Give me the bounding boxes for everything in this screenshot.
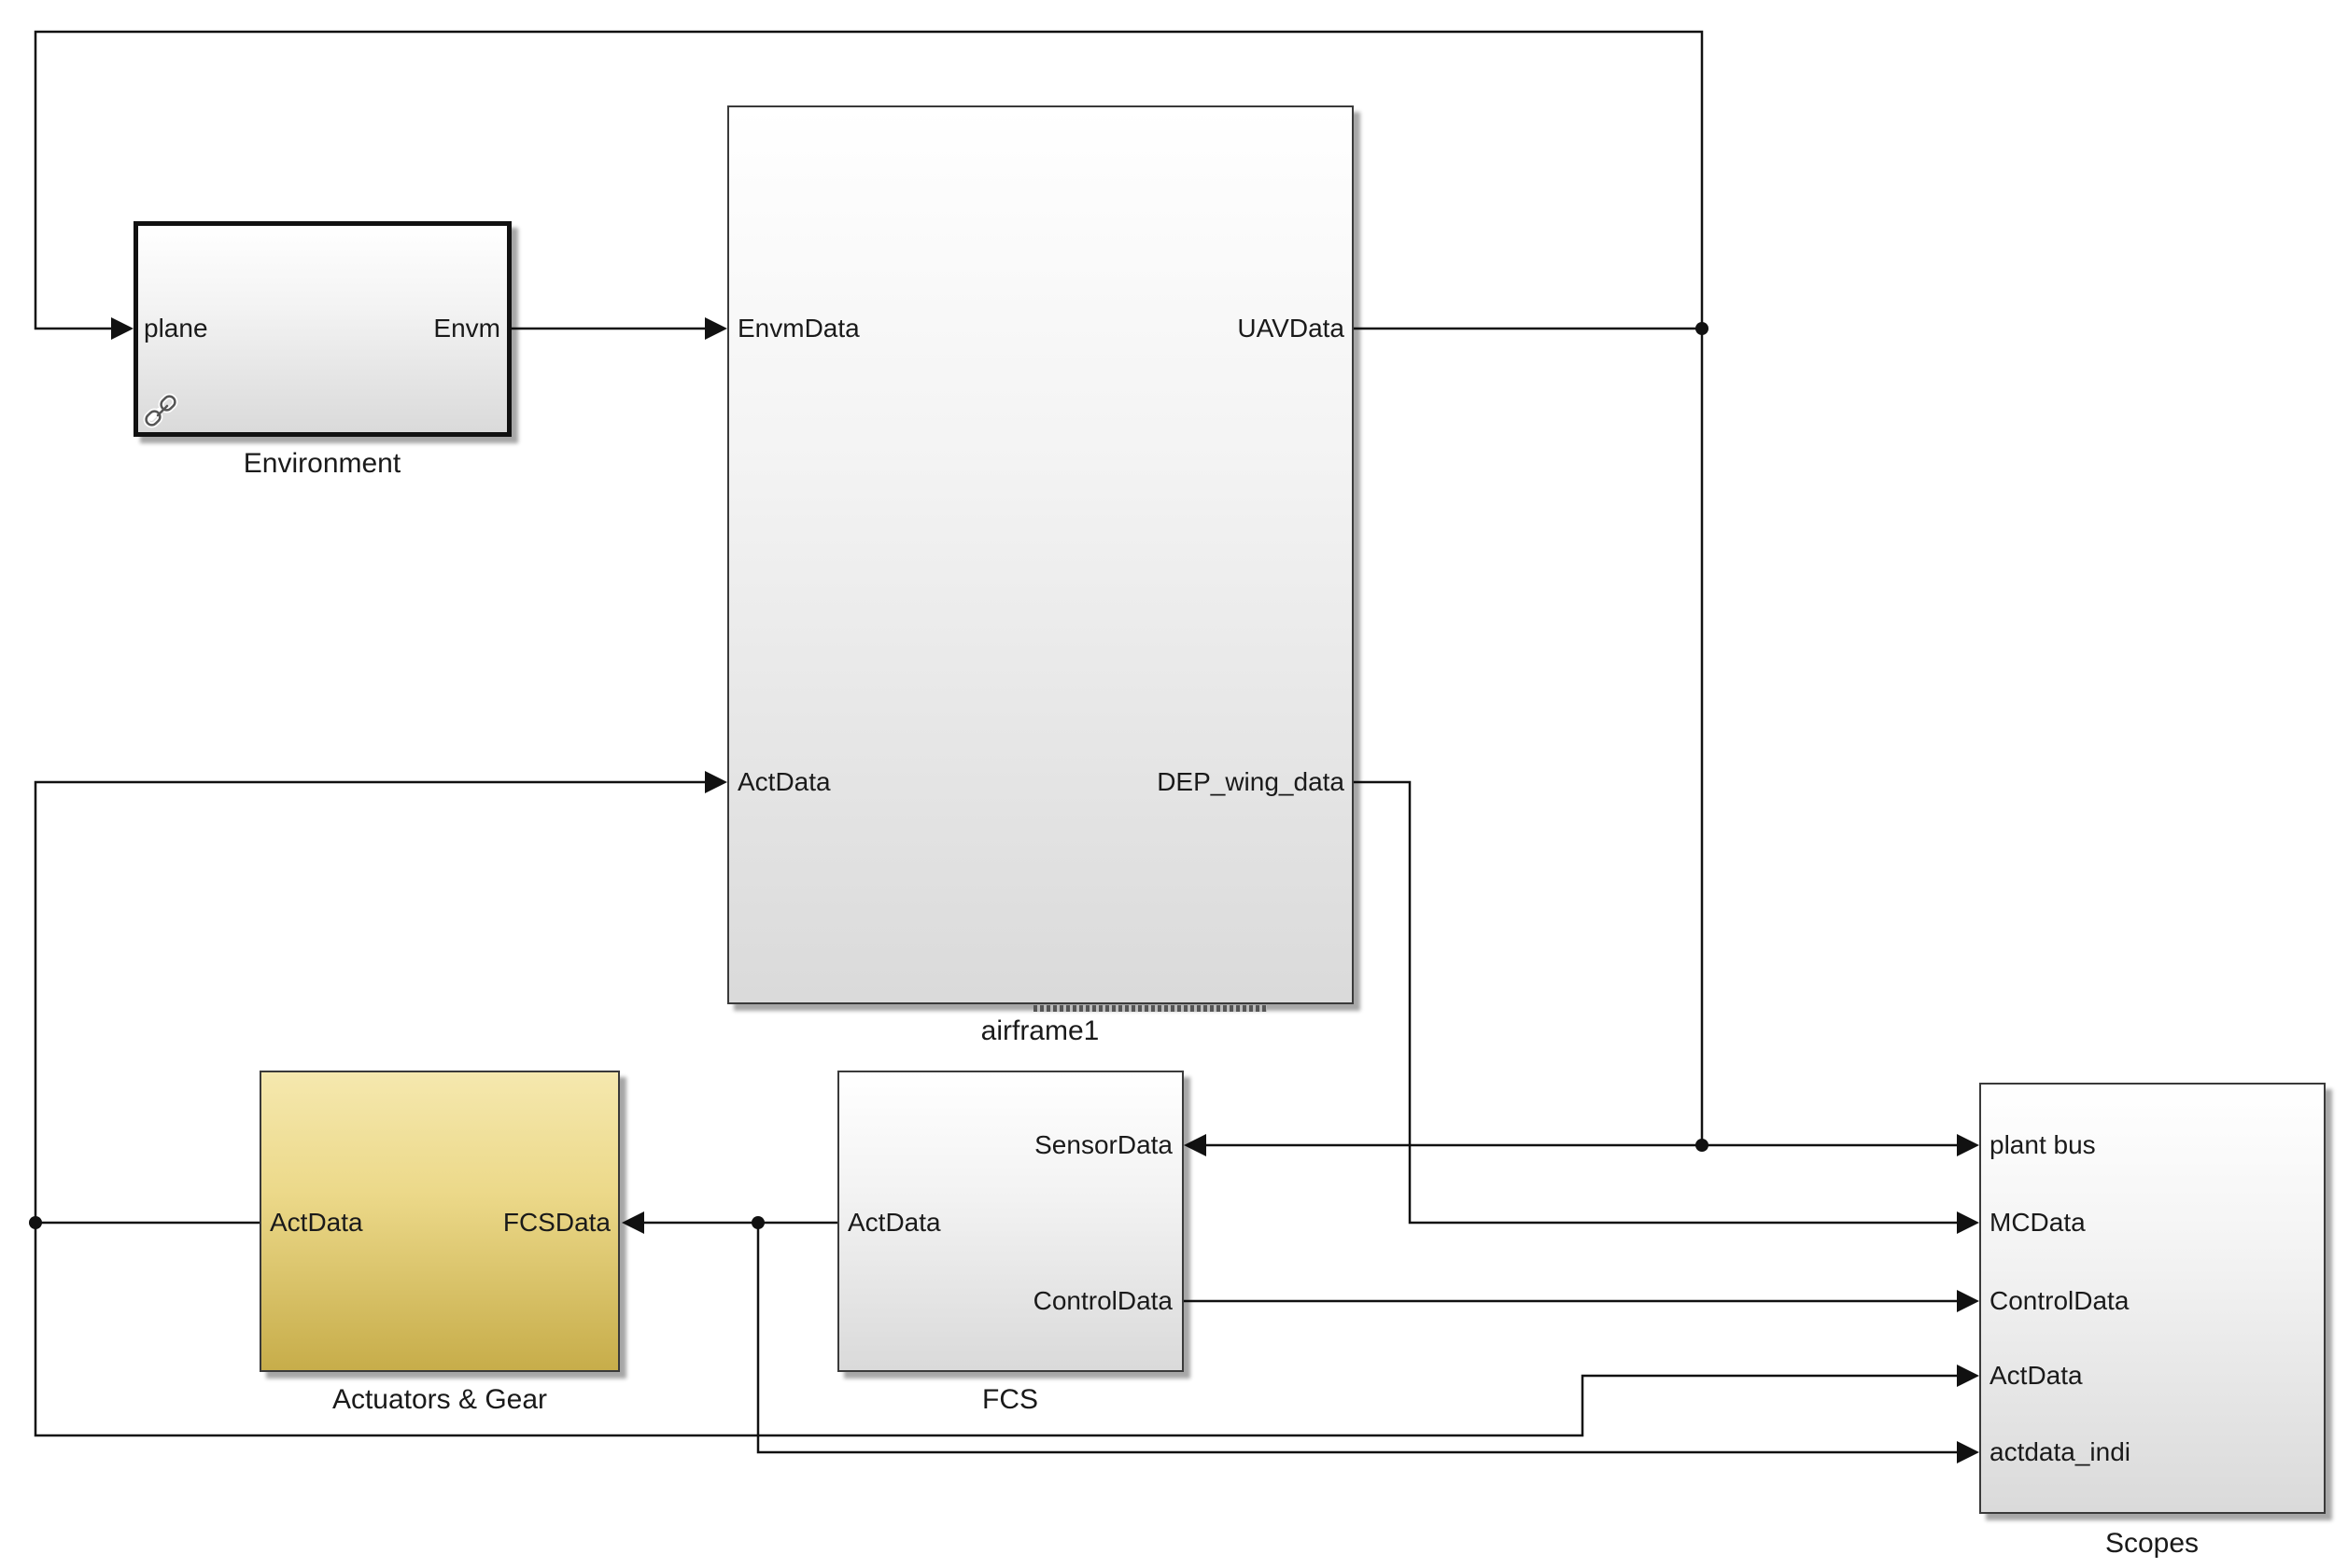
scopes-input-plant-bus: plant bus	[1989, 1130, 2096, 1159]
fcs-output-actdata: ActData	[848, 1208, 941, 1237]
signal-actdata-indi[interactable]	[756, 1223, 1961, 1454]
arrowhead	[1957, 1441, 1979, 1463]
airframe-output-dep-wing-data: DEP_wing_data	[1157, 767, 1344, 796]
scopes-input-actdata-indi: actdata_indi	[1989, 1437, 2131, 1466]
environment-input-plane: plane	[144, 314, 208, 343]
arrowhead	[705, 317, 727, 340]
arrowhead	[622, 1211, 644, 1234]
scopes-input-controldata: ControlData	[1989, 1286, 2130, 1315]
branch-point	[29, 1216, 42, 1229]
arrowhead	[1184, 1134, 1206, 1156]
arrowhead	[1957, 1134, 1979, 1156]
airframe-block-name: airframe1	[980, 1015, 1100, 1046]
airframe-output-uavdata: UAVData	[1237, 314, 1344, 343]
fcs-input-sensordata: SensorData	[1034, 1130, 1173, 1159]
actuators-output-actdata: ActData	[270, 1208, 363, 1237]
arrowhead	[111, 317, 134, 340]
branch-point	[752, 1216, 765, 1229]
arrowhead	[705, 771, 727, 793]
airframe-input-actdata: ActData	[738, 767, 831, 796]
fcs-block-name: FCS	[982, 1384, 1038, 1415]
signal-feedback-to-environment[interactable]	[34, 30, 1704, 330]
signal-uavdata[interactable]	[1354, 327, 1704, 1145]
fcs-block[interactable]	[837, 1071, 1184, 1372]
airframe-dashed-marker	[1033, 1005, 1267, 1012]
arrowhead	[1957, 1365, 1979, 1387]
signal-actdata-scope[interactable]	[34, 1223, 1961, 1437]
actuators-gear-block[interactable]	[260, 1071, 620, 1372]
scopes-input-mcdata: MCData	[1989, 1208, 2086, 1237]
environment-output-envm: Envm	[433, 314, 500, 343]
chain-link-icon	[143, 393, 178, 428]
arrowhead	[1957, 1211, 1979, 1234]
environment-block[interactable]	[134, 221, 512, 437]
fcs-output-controldata: ControlData	[1033, 1286, 1173, 1315]
signal-actdata-loop[interactable]	[34, 780, 707, 1225]
branch-point	[1695, 1139, 1708, 1152]
signal-mcdata[interactable]	[1354, 780, 1961, 1225]
scopes-block[interactable]	[1979, 1083, 2326, 1514]
scopes-block-name: Scopes	[2104, 1528, 2200, 1559]
scopes-input-actdata: ActData	[1989, 1361, 2083, 1390]
environment-block-name: Environment	[243, 448, 401, 479]
actuators-input-fcsdata: FCSData	[502, 1208, 611, 1237]
arrowhead	[1957, 1290, 1979, 1312]
actuators-block-name: Actuators & Gear	[331, 1384, 548, 1415]
airframe-block[interactable]	[727, 105, 1354, 1004]
airframe-input-envmdata: EnvmData	[738, 314, 860, 343]
branch-point	[1695, 322, 1708, 335]
